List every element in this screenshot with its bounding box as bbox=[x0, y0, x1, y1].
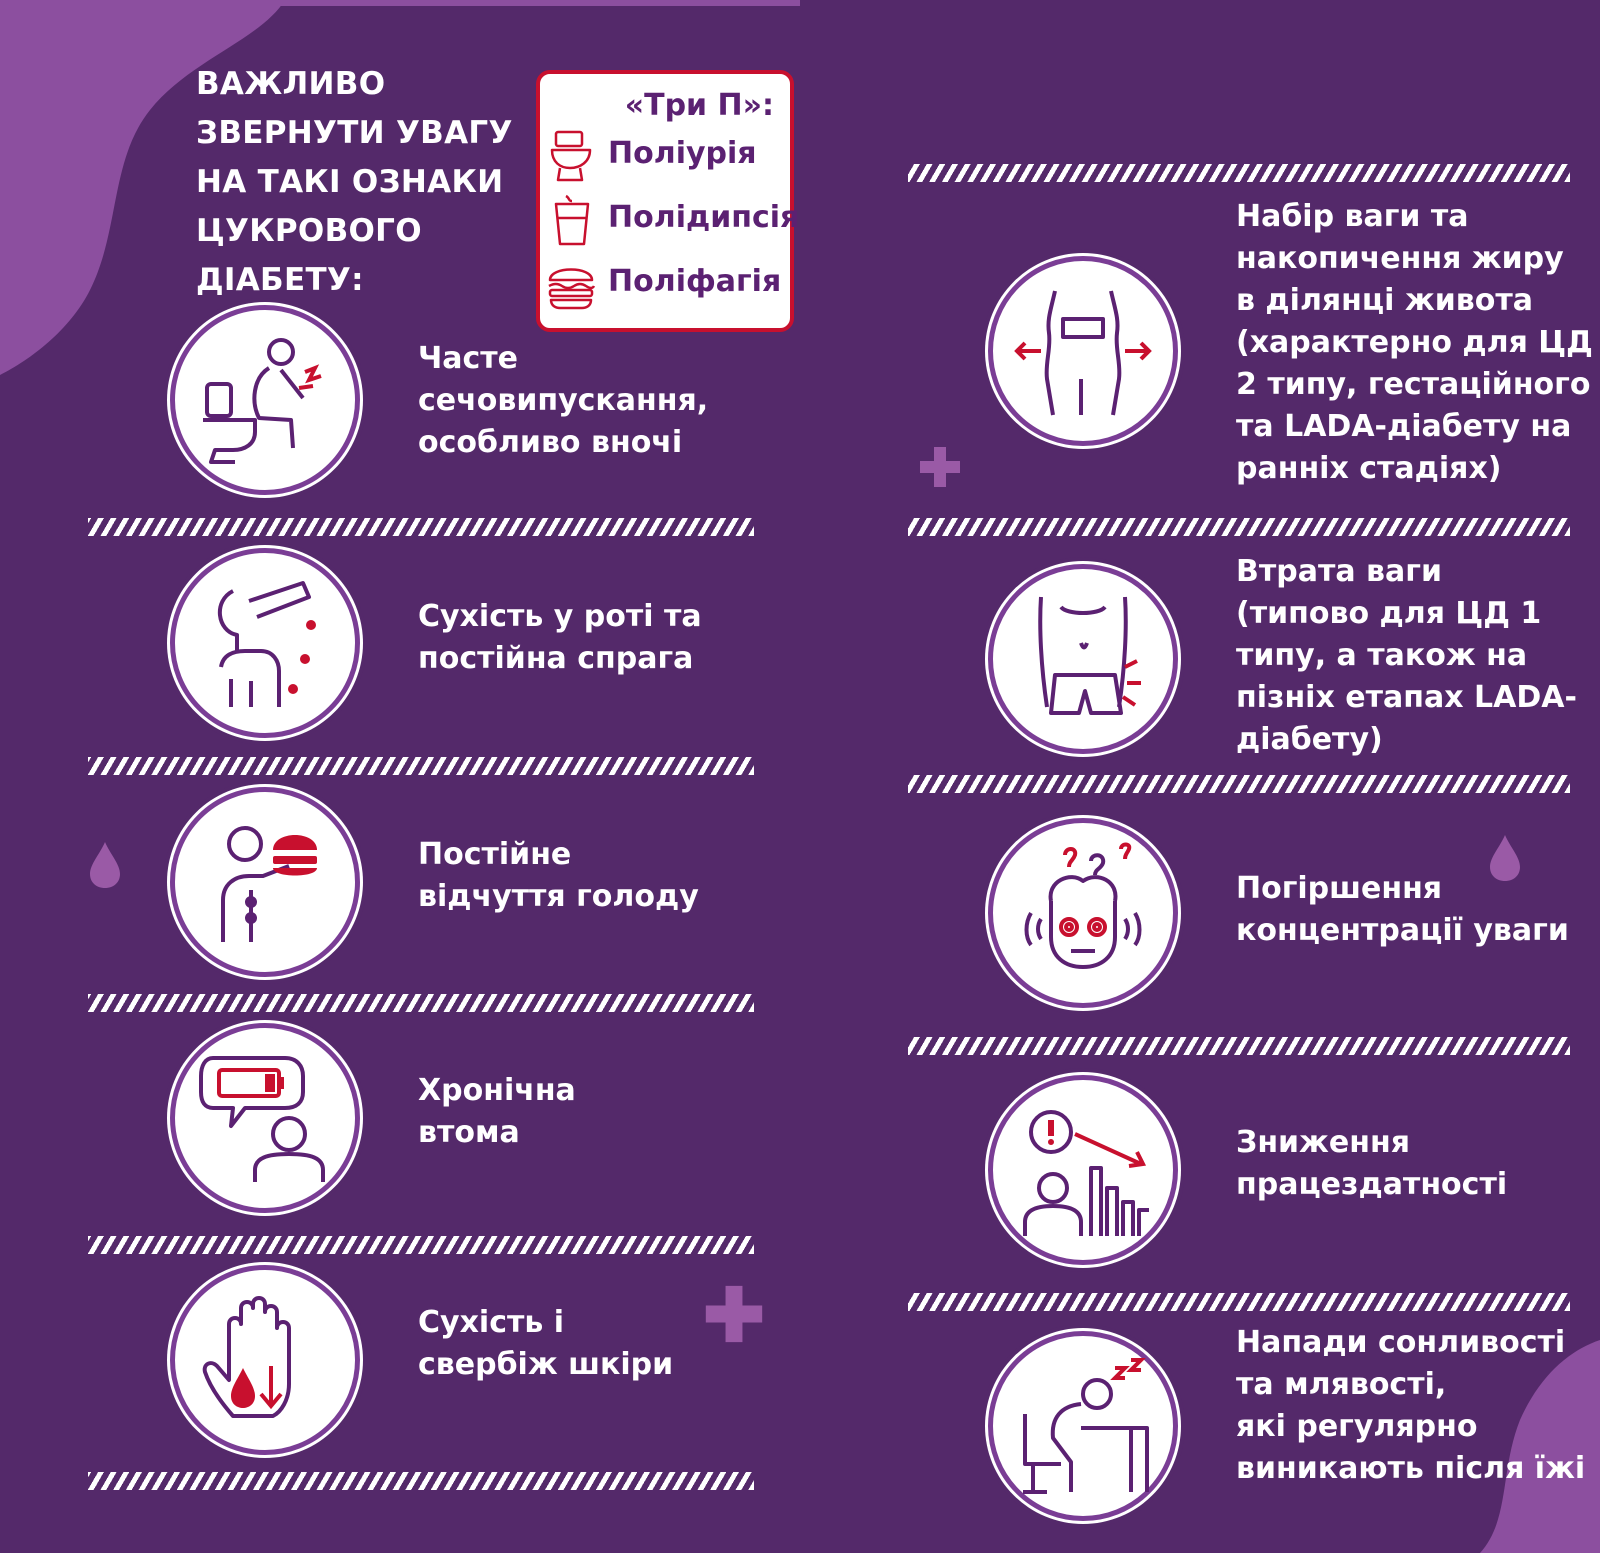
symptom-text-line: (характерно для ЦД bbox=[1236, 325, 1593, 360]
divider bbox=[88, 757, 754, 775]
symptom-text-line: Напади сонливості bbox=[1236, 1325, 1566, 1360]
divider bbox=[908, 1037, 1570, 1055]
symptom-text-line: постійна спрага bbox=[418, 641, 694, 676]
symptom-text-line: Часте bbox=[418, 341, 519, 376]
drinking-person-icon bbox=[217, 581, 316, 707]
headline: ВАЖЛИВО ЗВЕРНУТИ УВАГУ НА ТАКІ ОЗНАКИ ЦУ… bbox=[196, 60, 516, 305]
symptom-text: Погіршення концентрації уваги bbox=[1236, 868, 1569, 952]
confused-head-icon bbox=[1024, 842, 1142, 969]
symptom-text-line: Погіршення bbox=[1236, 871, 1443, 906]
top-band bbox=[280, 0, 800, 6]
low-battery-person-icon bbox=[199, 1056, 325, 1182]
three-p-title: «Три П»: bbox=[624, 88, 774, 123]
divider bbox=[908, 518, 1570, 536]
symptom-icon-circle bbox=[170, 548, 360, 738]
divider bbox=[88, 994, 754, 1012]
toilet-person-icon bbox=[203, 338, 322, 464]
symptom-text-line: Набір ваги та bbox=[1236, 199, 1469, 234]
symptom-text: Хронічна втома bbox=[418, 1070, 576, 1154]
three-p-item-polydipsia: Полідипсія bbox=[546, 192, 800, 248]
corner-blob-bottom-right bbox=[1480, 1340, 1600, 1553]
symptom-text-line: діабету) bbox=[1236, 722, 1383, 757]
symptom-text-line: Сухість і bbox=[418, 1305, 565, 1340]
symptom-text-line: 2 типу, гестаційного bbox=[1236, 367, 1591, 402]
three-p-item-polyuria: Поліурія bbox=[546, 128, 796, 184]
symptom-text-line: в ділянці живота bbox=[1236, 283, 1533, 318]
divider bbox=[908, 1293, 1570, 1311]
divider bbox=[88, 518, 754, 536]
toilet-icon bbox=[550, 130, 592, 182]
burger-icon bbox=[548, 268, 596, 310]
drop-icon bbox=[1490, 835, 1520, 881]
symptom-text-line: Хронічна bbox=[418, 1073, 576, 1108]
symptom-icon-circle bbox=[988, 564, 1178, 754]
symptom-icon-circle bbox=[170, 305, 360, 495]
headline-line: НА ТАКІ ОЗНАКИ bbox=[196, 164, 504, 200]
symptom-text-line: відчуття голоду bbox=[418, 879, 699, 914]
symptom-icon-circle bbox=[170, 787, 360, 977]
headline-line: ДІАБЕТУ: bbox=[196, 262, 364, 298]
body-weight-loss-icon bbox=[1038, 596, 1141, 715]
symptom-text-line: які регулярно bbox=[1236, 1409, 1478, 1444]
three-p-label: Полідипсія bbox=[608, 200, 800, 235]
symptom-text: Сухість і свербіж шкіри bbox=[418, 1302, 673, 1386]
symptom-icon-circle bbox=[988, 1331, 1178, 1521]
sleeping-desk-person-icon bbox=[1023, 1358, 1149, 1494]
symptom-text: Сухість у роті та постійна спрага bbox=[418, 596, 702, 680]
declining-chart-person-icon bbox=[1023, 1110, 1149, 1236]
divider bbox=[908, 164, 1570, 182]
drop-icon bbox=[90, 842, 120, 888]
symptom-text-line: свербіж шкіри bbox=[418, 1347, 674, 1382]
water-glass-icon bbox=[554, 194, 590, 246]
hand-drop-icon bbox=[202, 1296, 291, 1418]
symptom-text: Набір ваги та накопичення жиру в ділянці… bbox=[1236, 196, 1593, 490]
symptom-icon-circle bbox=[988, 818, 1178, 1008]
three-p-item-polyphagia: Поліфагія bbox=[546, 256, 796, 312]
plus-icon bbox=[705, 1285, 763, 1343]
symptom-text-line: (типово для ЦД 1 bbox=[1236, 596, 1542, 631]
symptom-text-line: пізніх етапах LADA- bbox=[1236, 680, 1577, 715]
body-weight-gain-icon bbox=[1014, 290, 1152, 416]
divider bbox=[88, 1472, 754, 1490]
symptom-text: Постійне відчуття голоду bbox=[418, 834, 699, 918]
plus-icon bbox=[920, 447, 960, 487]
symptom-text-line: концентрації уваги bbox=[1236, 913, 1569, 948]
headline-line: ЗВЕРНУТИ УВАГУ bbox=[196, 115, 513, 151]
symptom-text-line: Зниження bbox=[1236, 1125, 1410, 1160]
symptom-text-line: працездатності bbox=[1236, 1167, 1508, 1202]
symptom-icon-circle bbox=[988, 1075, 1178, 1265]
three-p-label: Поліфагія bbox=[608, 264, 782, 299]
symptom-text-line: Сухість у роті та bbox=[418, 599, 702, 634]
symptom-text-line: Постійне bbox=[418, 837, 572, 872]
divider bbox=[88, 1236, 754, 1254]
three-p-label: Поліурія bbox=[608, 136, 757, 171]
symptom-text-line: та млявості, bbox=[1236, 1367, 1447, 1402]
symptom-text: Часте сечовипускання, особливо вночі bbox=[418, 338, 708, 464]
symptom-text-line: виникають після їжі bbox=[1236, 1451, 1586, 1486]
symptom-icon-circle bbox=[170, 1023, 360, 1213]
divider bbox=[908, 775, 1570, 793]
symptom-text-line: ранніх стадіях) bbox=[1236, 451, 1502, 486]
three-p-box: «Три П»: Поліурія Полідипсія bbox=[536, 70, 800, 332]
symptom-text-line: втома bbox=[418, 1115, 520, 1150]
symptom-icon-circle bbox=[170, 1265, 360, 1455]
symptom-text-line: Втрата ваги bbox=[1236, 554, 1442, 589]
symptom-text-line: та LADA-діабету на bbox=[1236, 409, 1572, 444]
symptom-text: Зниження працездатності bbox=[1236, 1122, 1507, 1206]
symptom-text-line: особливо вночі bbox=[418, 425, 683, 460]
symptom-text-line: типу, а також на bbox=[1236, 638, 1528, 673]
eating-person-icon bbox=[221, 826, 317, 942]
headline-line: ВАЖЛИВО bbox=[196, 66, 386, 102]
symptom-text: Втрата ваги (типово для ЦД 1 типу, а так… bbox=[1236, 551, 1577, 761]
corner-blob-top-left bbox=[0, 0, 285, 375]
symptom-text-line: сечовипускання, bbox=[418, 383, 709, 418]
symptom-text: Напади сонливості та млявості, які регул… bbox=[1236, 1322, 1585, 1490]
symptom-icon-circle bbox=[988, 256, 1178, 446]
symptom-text-line: накопичення жиру bbox=[1236, 241, 1564, 276]
headline-line: ЦУКРОВОГО bbox=[196, 213, 422, 249]
